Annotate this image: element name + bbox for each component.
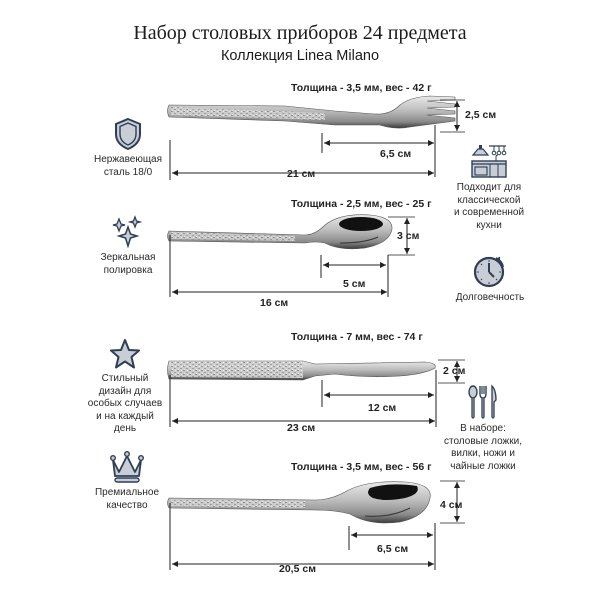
tablespoon-head-length: 6,5 см xyxy=(377,543,409,555)
tablespoon-spec: Толщина - 3,5 мм, вес - 56 г xyxy=(291,461,432,473)
feature-text-line: классической xyxy=(457,194,521,206)
feature-kitchen-compatibility: Подходит для классической и современной … xyxy=(445,143,533,232)
page-title: Набор столовых приборов 24 предмета xyxy=(133,22,467,44)
tablespoon-image xyxy=(167,481,431,524)
feature-text-line: особых случаев xyxy=(87,398,163,409)
feature-premium-quality: Премиальное качество xyxy=(84,450,170,512)
feature-text-line: качество xyxy=(106,499,148,511)
feature-text-line: Стильный xyxy=(101,373,149,384)
feature-text-line: Подходит для xyxy=(456,182,522,193)
teaspoon-spec: Толщина - 2,5 мм, вес - 25 г xyxy=(291,198,432,210)
teaspoon-total-length: 16 см xyxy=(260,297,289,309)
teaspoon-head-width: 3 см xyxy=(397,230,420,242)
feature-durability: Долговечность xyxy=(440,253,540,305)
feature-text-line: Нержавеющая xyxy=(93,154,163,165)
feature-text-line: полировка xyxy=(103,264,153,276)
knife-head-width: 2 см xyxy=(443,365,466,377)
kitchen-icon xyxy=(471,145,507,178)
fork-head-width: 2,5 см xyxy=(465,109,497,121)
feature-text-line: дизайн для xyxy=(98,385,152,397)
fork-head-length: 6,5 см xyxy=(380,148,412,160)
feature-text-line: день xyxy=(113,423,137,434)
feature-stainless-steel: Нержавеющая сталь 18/0 xyxy=(88,117,168,179)
shield-icon xyxy=(115,117,141,151)
feature-text-line: В наборе: xyxy=(460,423,506,434)
fork-dimension-lines xyxy=(169,99,465,180)
feature-text-line: сталь 18/0 xyxy=(103,166,153,178)
cutlery-icon xyxy=(468,384,497,419)
feature-text-line: и на каждый xyxy=(96,410,154,422)
tablespoon-total-length: 20,5 см xyxy=(279,563,316,575)
fork-spec: Толщина - 3,5 мм, вес - 42 г xyxy=(291,82,432,94)
tablespoon-head-width: 4 см xyxy=(440,499,463,511)
feature-text-line: Премиальное xyxy=(94,487,160,498)
knife-total-length: 23 см xyxy=(287,422,316,434)
feature-text-line: кухни xyxy=(476,219,502,231)
feature-text-line: столовые ложки, xyxy=(444,435,522,447)
sparkles-icon xyxy=(112,215,143,249)
clock-icon xyxy=(473,256,505,288)
collection-subtitle: Коллекция Linea Milano xyxy=(220,48,380,64)
feature-stylish-design: Стильный дизайн для особых случаев и на … xyxy=(80,338,170,436)
feature-text-line: Долговечность xyxy=(455,292,525,303)
feature-text-line: Зеркальная xyxy=(100,252,156,263)
teaspoon-image xyxy=(167,214,393,250)
feature-text-line: вилки, ножи и xyxy=(451,448,515,459)
teaspoon-head-length: 5 см xyxy=(343,278,366,290)
tablespoon-dimension-lines xyxy=(169,480,465,570)
knife-spec: Толщина - 7 мм, вес - 74 г xyxy=(291,331,423,343)
crown-icon xyxy=(110,451,145,483)
feature-text-line: и современной xyxy=(453,207,525,218)
feature-mirror-polish: Зеркальная полировка xyxy=(88,215,168,277)
knife-head-length: 12 см xyxy=(368,402,397,414)
feature-text-line: чайные ложки xyxy=(450,460,516,472)
star-icon xyxy=(110,339,140,369)
teaspoon-dimension-lines xyxy=(169,216,415,297)
knife-image xyxy=(167,360,436,381)
fork-total-length: 21 см xyxy=(287,168,316,180)
feature-set-contents: В наборе: столовые ложки, вилки, ножи и … xyxy=(425,384,541,473)
knife-dimension-lines xyxy=(169,359,465,427)
